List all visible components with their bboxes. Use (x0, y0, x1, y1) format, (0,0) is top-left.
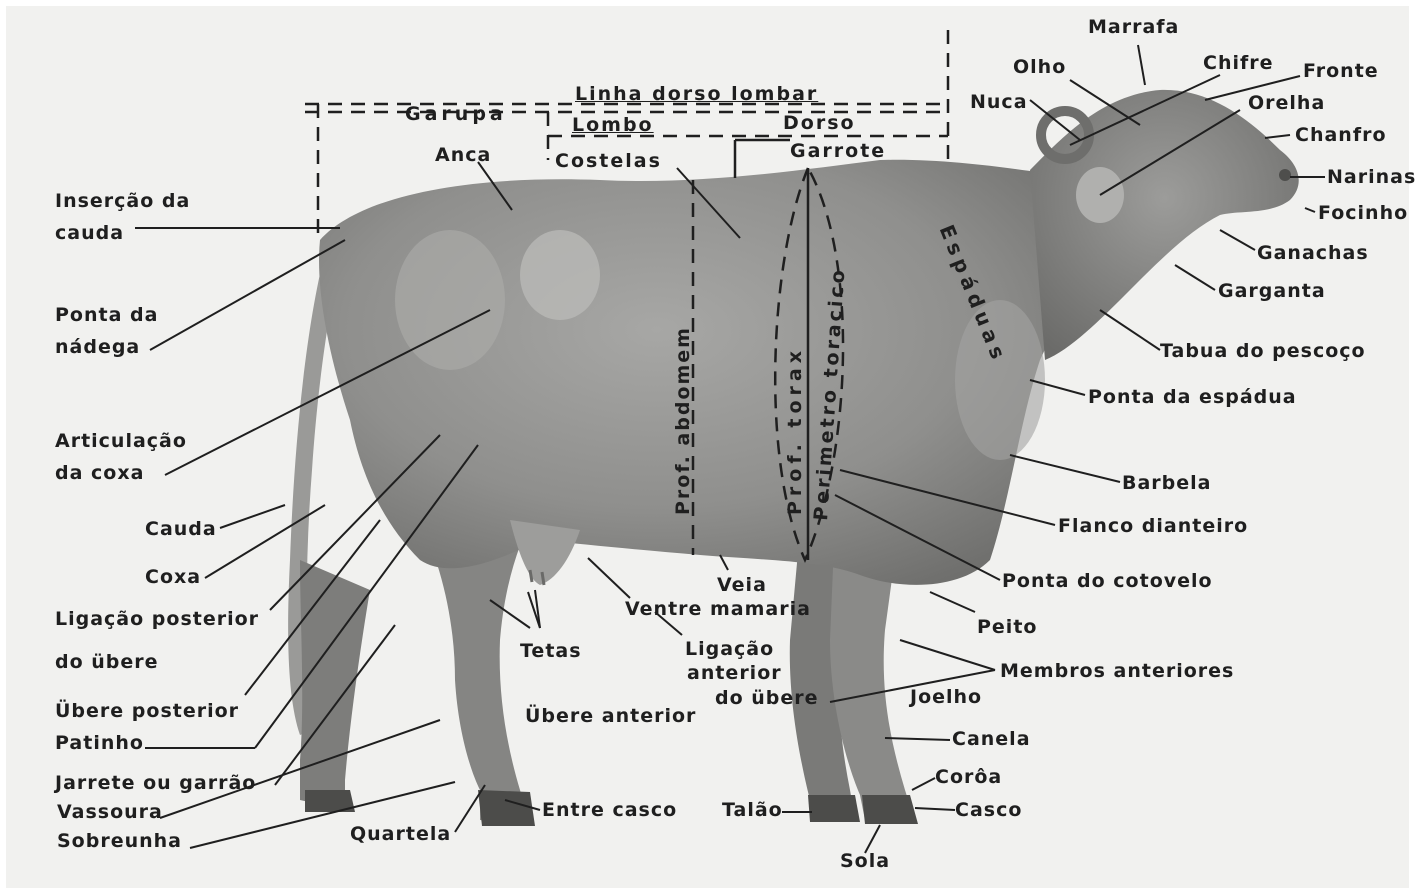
udder-shape (510, 520, 580, 585)
label-sola: Sola (840, 852, 890, 871)
label-barbela: Barbela (1122, 474, 1212, 493)
label-ligacao-posterior-2: do übere (55, 653, 159, 672)
label-garrote: Garrote (790, 142, 886, 161)
label-garupa: Garupa (405, 105, 507, 124)
label-talao: Talão (722, 801, 783, 820)
label-ponta-cotovelo: Ponta do cotovelo (1002, 572, 1213, 591)
label-membros-anteriores: Membros anteriores (1000, 662, 1234, 681)
label-joelho: Joelho (910, 688, 982, 707)
label-linha-dorso-lombar: Linha dorso lombar (575, 85, 818, 104)
label-ponta-nadega-1: Ponta da (55, 306, 158, 325)
label-peito: Peito (977, 618, 1037, 637)
label-quartela: Quartela (350, 825, 451, 844)
label-tetas: Tetas (520, 642, 582, 661)
label-fronte: Fronte (1303, 62, 1379, 81)
label-narinas: Narinas (1327, 168, 1415, 187)
label-flanco-dianteiro: Flanco dianteiro (1058, 517, 1248, 536)
hind-leg-far (300, 560, 370, 810)
label-sobreunha: Sobreunha (57, 832, 182, 851)
label-anca: Anca (435, 146, 491, 165)
label-ubere-anterior: Übere anterior (525, 707, 696, 726)
label-dorso: Dorso (783, 114, 856, 133)
label-canela: Canela (952, 730, 1031, 749)
label-ligacao-anterior-2: anterior (687, 664, 782, 683)
label-coroa: Corôa (935, 768, 1002, 787)
label-ligacao-anterior-3: do übere (715, 689, 819, 708)
label-vassoura: Vassoura (57, 803, 163, 822)
label-focinho: Focinho (1318, 204, 1408, 223)
label-lombo: Lombo (572, 116, 654, 135)
label-prof-torax: Prof. torax (786, 346, 805, 515)
label-articulacao-1: Articulação (55, 432, 187, 451)
label-ventre: Ventre (625, 600, 702, 619)
label-insercao-1: Inserção da (55, 192, 190, 211)
label-entre-casco: Entre casco (542, 801, 677, 820)
label-orelha: Orelha (1248, 94, 1325, 113)
label-ligacao-posterior-1: Ligação posterior (55, 610, 259, 629)
label-chifre: Chifre (1203, 54, 1274, 73)
label-ganachas: Ganachas (1257, 244, 1369, 263)
head-shape (1030, 90, 1299, 360)
label-patinho: Patinho (55, 734, 144, 753)
label-ponta-espadua: Ponta da espádua (1088, 388, 1297, 407)
label-marrafa: Marrafa (1088, 18, 1179, 37)
label-insercao-2: cauda (55, 224, 124, 243)
label-tabua-pescoco: Tabua do pescoço (1160, 342, 1366, 361)
label-prof-abdomem: Prof. abdomem (674, 326, 693, 515)
label-veia-mamaria-1: Veia (717, 576, 767, 595)
label-costelas: Costelas (555, 152, 662, 171)
label-cauda: Cauda (145, 520, 217, 539)
label-ponta-nadega-2: nádega (55, 338, 140, 357)
label-jarrete: Jarrete ou garrão (55, 774, 256, 793)
label-ubere-posterior: Übere posterior (55, 702, 239, 721)
label-nuca: Nuca (970, 93, 1028, 112)
label-coxa: Coxa (145, 568, 201, 587)
label-ligacao-anterior-1: Ligação (685, 640, 774, 659)
label-articulacao-2: da coxa (55, 464, 144, 483)
label-casco: Casco (955, 801, 1022, 820)
label-veia-mamaria-2: mamaria (710, 600, 811, 619)
label-chanfro: Chanfro (1295, 126, 1387, 145)
label-garganta: Garganta (1218, 282, 1326, 301)
label-olho: Olho (1013, 58, 1066, 77)
